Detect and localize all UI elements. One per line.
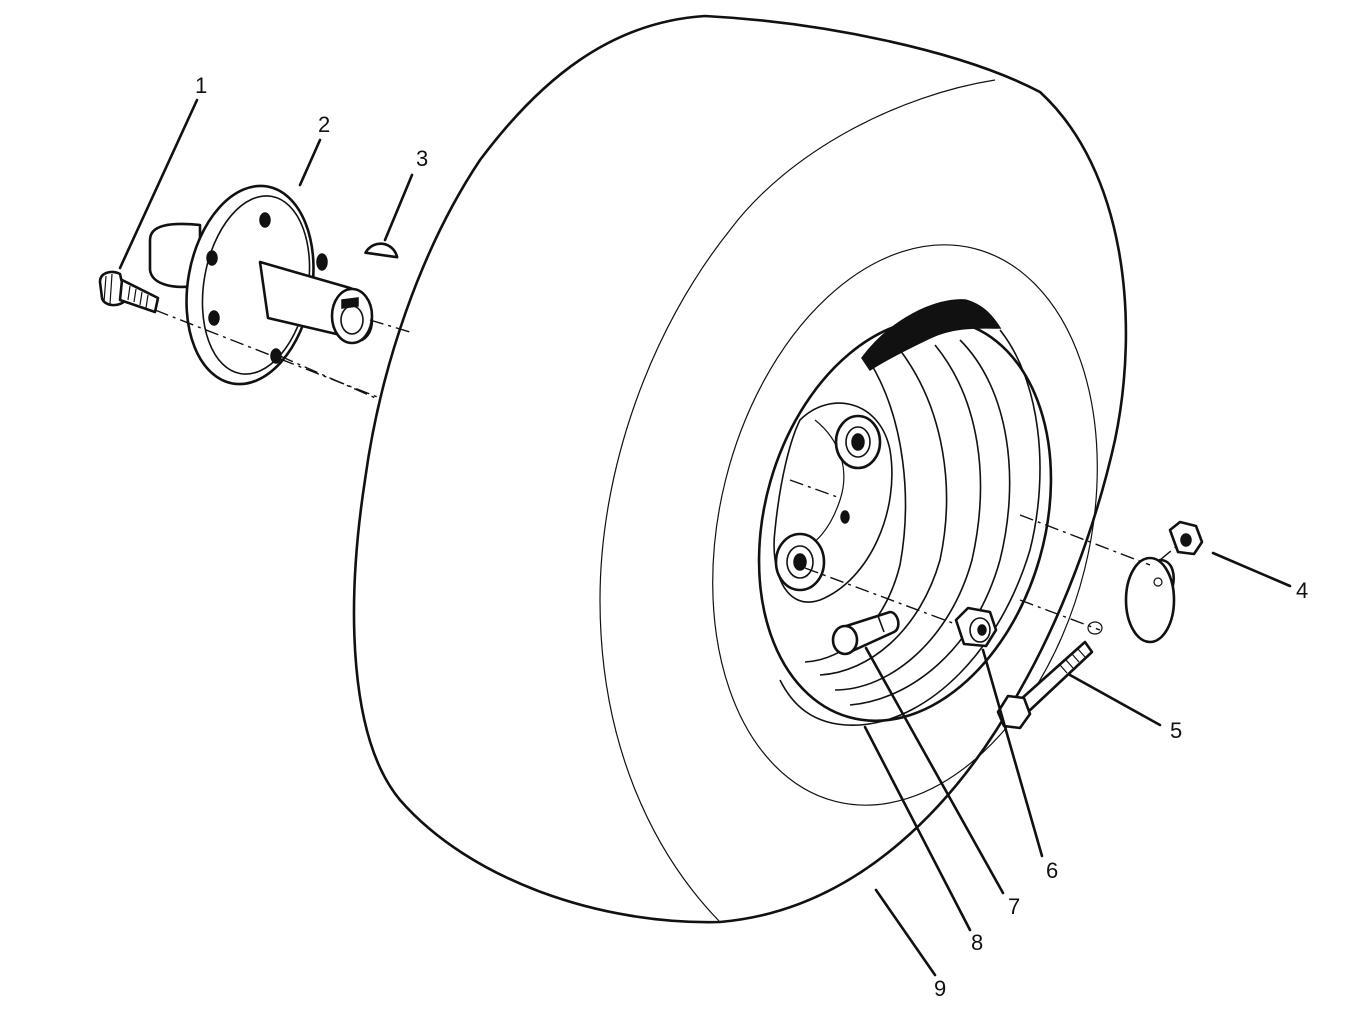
leader-9: [874, 888, 937, 977]
leader-1: [118, 98, 199, 270]
rim-hub-face: [773, 402, 893, 603]
woodruff-key: [364, 242, 399, 259]
lug-bolt: [98, 270, 160, 314]
callout-5: 5: [1170, 718, 1182, 743]
leader-2: [298, 138, 322, 187]
assembly-centerlines: [154, 309, 1179, 635]
rim-inner-shadow: [861, 299, 1002, 372]
callout-9: 9: [934, 976, 946, 1001]
rim-ring-1: [849, 339, 1011, 706]
callout-4: 4: [1296, 578, 1308, 603]
leader-8: [863, 725, 972, 932]
rim-center-hole: [840, 510, 850, 524]
spacer-bushing: [1124, 556, 1176, 644]
callout-2: 2: [318, 112, 330, 137]
leader-6: [981, 648, 1044, 858]
wheel-hub: [148, 184, 374, 386]
callout-labels: 1 2 3 4 5 6 7 8 9: [195, 73, 1308, 1001]
callout-3: 3: [416, 146, 428, 171]
leader-3: [383, 173, 414, 242]
lug-nut: [954, 606, 998, 648]
valve-stem: [831, 610, 900, 656]
leader-4: [1211, 551, 1292, 588]
lock-nut: [1168, 520, 1204, 556]
leader-lines: [118, 98, 1292, 977]
callout-1: 1: [195, 73, 207, 98]
bolt: [996, 640, 1094, 730]
rim-bolt-boss-lower: [774, 532, 826, 592]
leader-5: [1068, 673, 1162, 727]
callout-8: 8: [971, 930, 983, 955]
rim-bolt-boss-upper: [834, 414, 882, 470]
tire-shoulder-line: [599, 79, 996, 923]
leader-7: [864, 646, 1005, 895]
callout-6: 6: [1046, 858, 1058, 883]
callout-7: 7: [1008, 894, 1020, 919]
rim-ring-3: [819, 349, 948, 676]
rim-ring-2: [834, 344, 982, 691]
tire-sidewall-bead: [712, 244, 1098, 806]
